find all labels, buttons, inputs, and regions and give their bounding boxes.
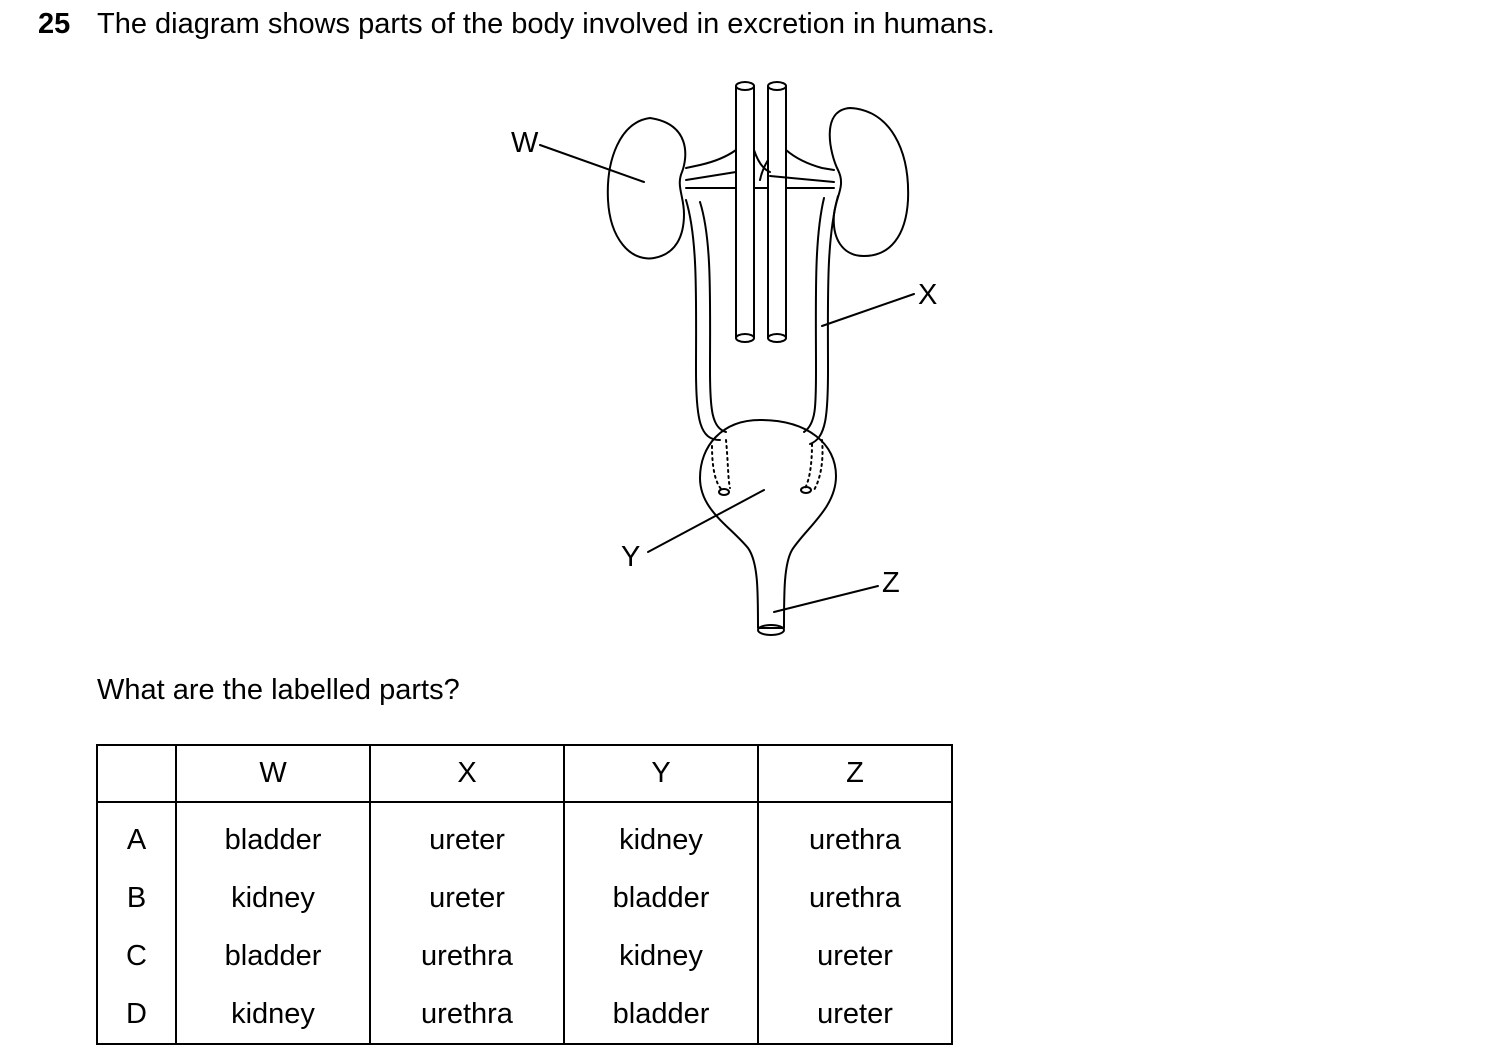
- cell-w: kidney: [175, 985, 371, 1045]
- cell-x: urethra: [369, 927, 565, 985]
- header-y: Y: [563, 744, 759, 803]
- cell-y: kidney: [563, 802, 759, 869]
- label-line-y: [647, 489, 765, 553]
- cell-z: ureter: [757, 927, 953, 985]
- header-w: W: [175, 744, 371, 803]
- table-row[interactable]: B kidney ureter bladder urethra: [96, 869, 953, 927]
- cell-x: urethra: [369, 985, 565, 1045]
- bladder: [699, 419, 837, 629]
- label-x: X: [918, 279, 937, 311]
- header-x: X: [369, 744, 565, 803]
- excretion-diagram: W X Y Z: [511, 81, 937, 636]
- cell-z: urethra: [757, 869, 953, 927]
- blood-vessels: [685, 81, 835, 343]
- question-number: 25: [38, 8, 71, 40]
- label-line-w: [539, 144, 645, 183]
- cell-z: urethra: [757, 802, 953, 869]
- right-kidney: [828, 107, 910, 257]
- table-row[interactable]: D kidney urethra bladder ureter: [96, 985, 953, 1045]
- header-blank: [96, 744, 177, 803]
- label-line-x: [821, 293, 915, 327]
- label-y: Y: [621, 541, 640, 573]
- cell-x: ureter: [369, 802, 565, 869]
- cell-w: bladder: [175, 802, 371, 869]
- option-letter[interactable]: A: [96, 802, 177, 869]
- cell-y: kidney: [563, 927, 759, 985]
- cell-x: ureter: [369, 869, 565, 927]
- answer-table: W X Y Z A bladder ureter kidney urethra …: [96, 744, 953, 1045]
- label-z: Z: [882, 567, 900, 599]
- header-z: Z: [757, 744, 953, 803]
- cell-z: ureter: [757, 985, 953, 1045]
- table-header-row: W X Y Z: [96, 744, 953, 803]
- label-w: W: [511, 127, 539, 159]
- cell-y: bladder: [563, 985, 759, 1045]
- table-row[interactable]: C bladder urethra kidney ureter: [96, 927, 953, 985]
- cell-w: kidney: [175, 869, 371, 927]
- table-row[interactable]: A bladder ureter kidney urethra: [96, 802, 953, 869]
- option-letter[interactable]: C: [96, 927, 177, 985]
- urethra-opening: [757, 624, 785, 636]
- sub-question: What are the labelled parts?: [97, 674, 460, 706]
- question-text: The diagram shows parts of the body invo…: [97, 8, 995, 40]
- option-letter[interactable]: B: [96, 869, 177, 927]
- label-line-z: [773, 585, 879, 613]
- cell-y: bladder: [563, 869, 759, 927]
- left-kidney: [606, 117, 687, 260]
- cell-w: bladder: [175, 927, 371, 985]
- ureters: [685, 195, 839, 445]
- option-letter[interactable]: D: [96, 985, 177, 1045]
